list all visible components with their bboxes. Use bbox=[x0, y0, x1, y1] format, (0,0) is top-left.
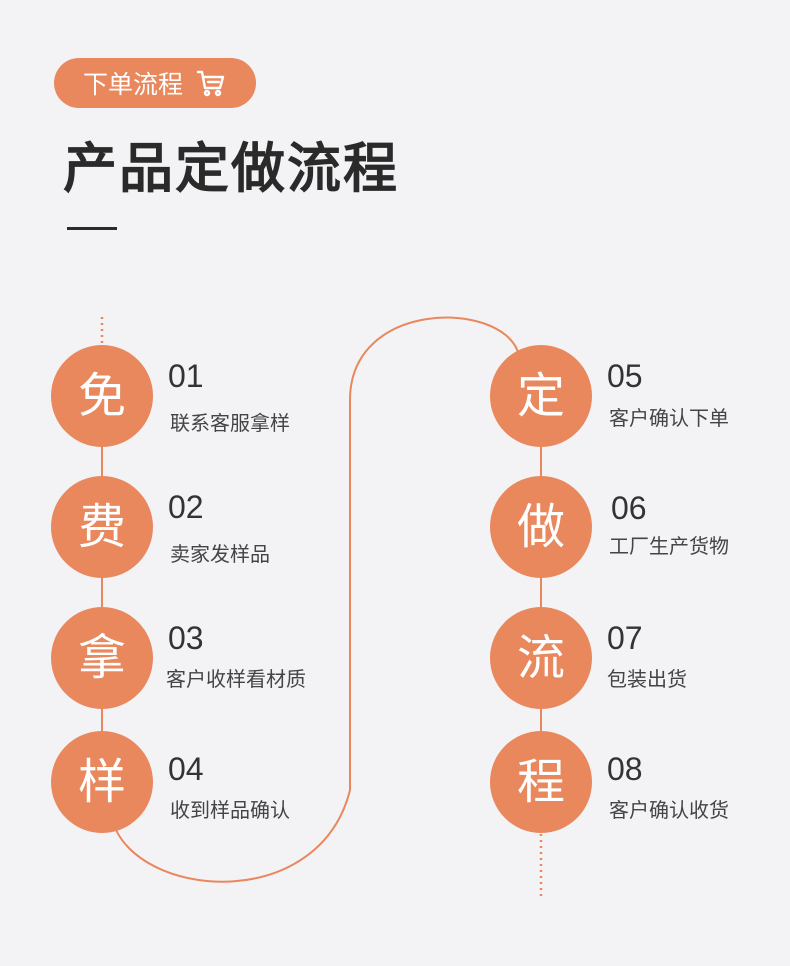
step-number-1: 01 bbox=[168, 358, 204, 394]
step-desc-7: 包装出货 bbox=[607, 667, 687, 691]
step-desc-1: 联系客服拿样 bbox=[170, 411, 290, 435]
page-title: 产品定做流程 bbox=[63, 137, 399, 200]
step-desc-6: 工厂生产货物 bbox=[609, 534, 729, 558]
step-circle-5: 定 bbox=[490, 345, 592, 447]
step-number-5: 05 bbox=[607, 358, 643, 394]
step-number-8: 08 bbox=[607, 751, 643, 787]
process-tag-label: 下单流程 bbox=[82, 70, 183, 99]
step-circle-1: 免 bbox=[51, 345, 153, 447]
step-number-6: 06 bbox=[611, 490, 647, 526]
step-desc-5: 客户确认下单 bbox=[609, 406, 729, 430]
step-circle-6: 做 bbox=[490, 476, 592, 578]
step-circle-8: 程 bbox=[490, 731, 592, 833]
step-desc-2: 卖家发样品 bbox=[170, 542, 270, 566]
step-number-7: 07 bbox=[607, 620, 643, 656]
step-desc-3: 客户收样看材质 bbox=[166, 667, 306, 691]
step-circle-3: 拿 bbox=[51, 607, 153, 709]
cart-icon bbox=[196, 70, 225, 97]
step-number-3: 03 bbox=[168, 620, 204, 656]
step-circle-2: 费 bbox=[51, 476, 153, 578]
step-desc-4: 收到样品确认 bbox=[170, 798, 290, 822]
step-desc-8: 客户确认收货 bbox=[609, 798, 729, 822]
step-circle-7: 流 bbox=[490, 607, 592, 709]
step-number-2: 02 bbox=[168, 489, 204, 525]
title-divider bbox=[67, 227, 117, 230]
step-number-4: 04 bbox=[168, 751, 204, 787]
process-tag: 下单流程 bbox=[54, 58, 256, 108]
step-circle-4: 样 bbox=[51, 731, 153, 833]
